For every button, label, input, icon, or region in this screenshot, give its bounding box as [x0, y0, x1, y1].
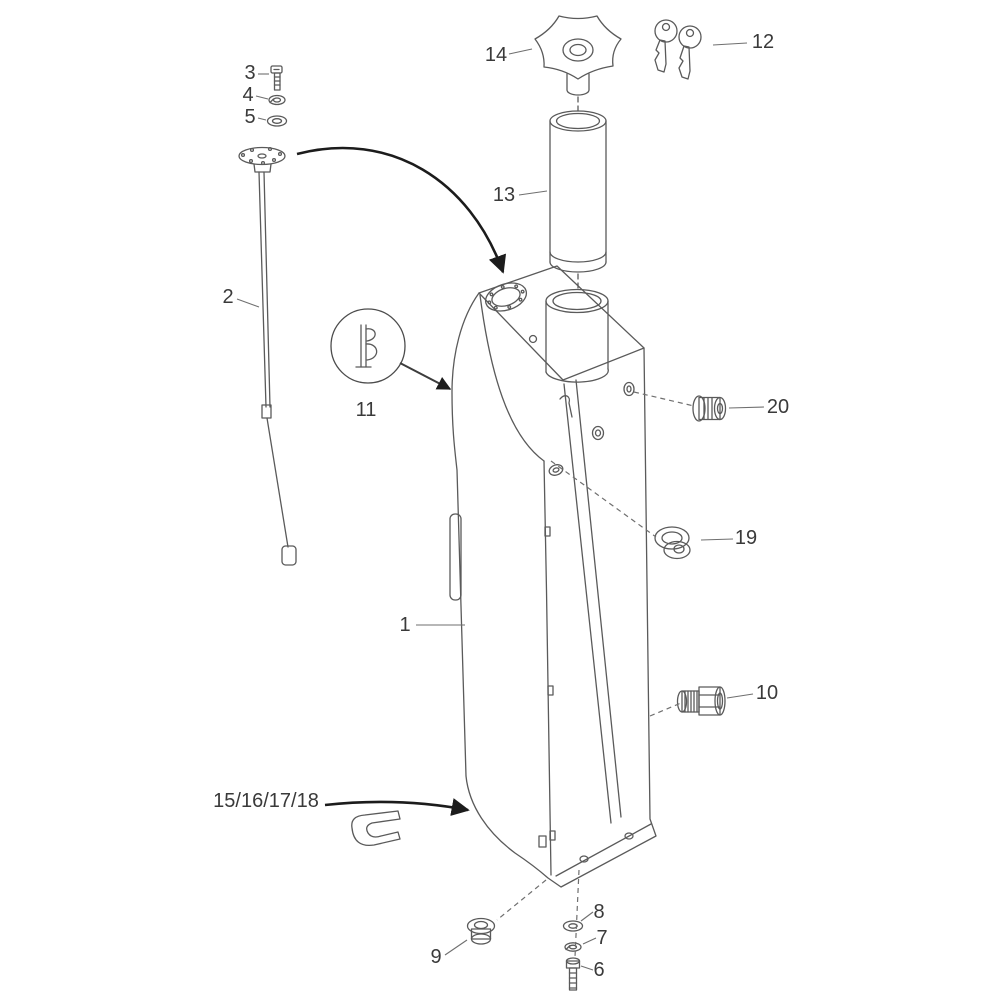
part-5-washer-drawing — [266, 115, 288, 127]
part-2-level-sender-drawing — [238, 146, 297, 566]
pointer-arrows — [296, 146, 507, 816]
part-label-14: 14 — [485, 44, 507, 66]
detail-circle-arrow — [399, 362, 452, 390]
part-label-12: 12 — [752, 31, 774, 53]
part-label-5: 5 — [244, 106, 255, 128]
part-9-drain-plug-drawing — [466, 917, 496, 945]
label-leader-lines — [236, 42, 765, 971]
part-label-9: 9 — [430, 946, 441, 968]
part-label-19: 19 — [735, 527, 757, 549]
part-label-15-16-17-18: 15/16/17/18 — [213, 790, 319, 812]
part-19-grommet-drawing — [654, 526, 691, 560]
part-label-6: 6 — [593, 959, 604, 981]
part-4-lock-washer-drawing — [268, 94, 286, 106]
part-label-2: 2 — [222, 286, 233, 308]
assembly-dashed-lines — [496, 391, 695, 958]
part-10-fitting-drawing — [676, 686, 726, 716]
part-label-4: 4 — [242, 84, 253, 106]
part-label-13: 13 — [493, 184, 515, 206]
part-12-keys-drawing — [654, 19, 702, 80]
part-14-filler-cap-drawing — [534, 15, 622, 114]
part-label-20: 20 — [767, 396, 789, 418]
part-20-plug-drawing — [692, 395, 727, 422]
part-3-screw-drawing — [270, 65, 283, 91]
part-label-3: 3 — [244, 62, 255, 84]
part-8-washer-drawing — [562, 920, 584, 932]
dipstick-to-port-arrow — [296, 146, 507, 274]
part-11-clip-detail-drawing — [330, 308, 406, 384]
strap-clip-arrow — [324, 798, 470, 816]
part-15-18-strap-clip-drawing — [351, 810, 401, 847]
part-6-bolt-drawing — [565, 957, 581, 991]
part-label-7: 7 — [596, 927, 607, 949]
part-label-8: 8 — [593, 901, 604, 923]
part-13-strainer-drawing — [549, 110, 607, 293]
part-7-lock-washer-drawing — [564, 942, 582, 952]
part-1-tank-body-drawing — [449, 265, 657, 888]
part-label-10: 10 — [756, 682, 778, 704]
part-labels: 14 12 3 4 5 2 13 11 1 20 19 10 9 8 7 6 1… — [213, 31, 789, 981]
part-label-1: 1 — [399, 614, 410, 636]
part-label-11: 11 — [356, 399, 377, 421]
